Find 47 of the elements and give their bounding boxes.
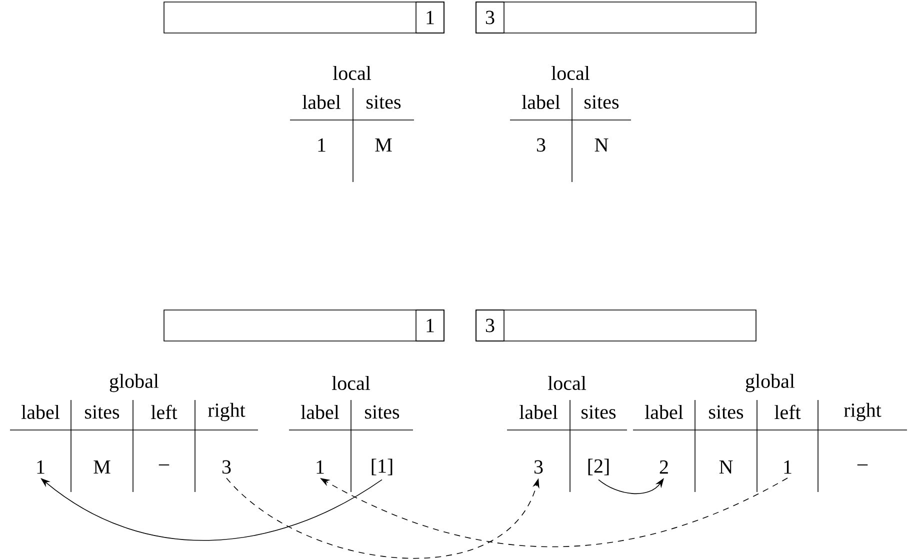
column-header: label: [302, 94, 341, 110]
table-cell: 3: [222, 460, 231, 474]
table-cell: 1: [784, 460, 792, 474]
table-cell: 3: [536, 138, 546, 152]
data-table: local label sites 1 [1]: [288, 376, 414, 492]
column-header: sites: [584, 95, 619, 109]
bar: [164, 2, 444, 34]
data-table: local label sites 3 N: [510, 66, 632, 182]
column-header: right: [844, 402, 882, 422]
table-cell: [1]: [372, 458, 392, 476]
table-cell: 1: [318, 138, 326, 152]
table-cell: –: [158, 464, 170, 466]
table-cell: –: [857, 464, 868, 466]
table-cell: N: [594, 138, 608, 152]
column-header: sites: [85, 405, 120, 419]
column-header: sites: [709, 405, 744, 419]
data-table: global label sites left right 1 M – 3: [10, 374, 258, 492]
column-header: sites: [365, 405, 400, 419]
bar-cell: 3: [476, 310, 504, 342]
bar-cell: 1: [416, 310, 444, 342]
column-header: label: [522, 94, 560, 110]
curved-arrow: [226, 478, 540, 558]
table-cell: M: [375, 138, 392, 152]
column-header: left: [774, 404, 801, 420]
bar: [476, 310, 756, 342]
table-cell: 1: [37, 460, 44, 474]
column-header: left: [151, 404, 178, 420]
bar-cell: 3: [476, 2, 504, 34]
bar-cell: 1: [416, 2, 444, 34]
table-cell: [2]: [588, 458, 609, 476]
data-table: global label sites left right 2 N 1 –: [632, 374, 908, 492]
column-header: right: [208, 402, 246, 422]
table-cell: 3: [534, 460, 543, 474]
table-cell: M: [94, 460, 110, 474]
column-header: sites: [582, 405, 616, 419]
table-cell: 2: [660, 460, 668, 474]
column-header: label: [644, 404, 684, 420]
data-table: local label sites 3 [2]: [506, 376, 628, 492]
column-header: label: [519, 404, 558, 420]
table-cell: N: [719, 460, 733, 474]
table-cell: 1: [316, 460, 324, 474]
column-header: sites: [366, 95, 401, 109]
bar: [164, 310, 444, 342]
column-header: label: [21, 404, 60, 420]
column-header: label: [300, 404, 340, 420]
bar: [476, 2, 756, 34]
data-table: local label sites 1 M: [290, 66, 414, 182]
